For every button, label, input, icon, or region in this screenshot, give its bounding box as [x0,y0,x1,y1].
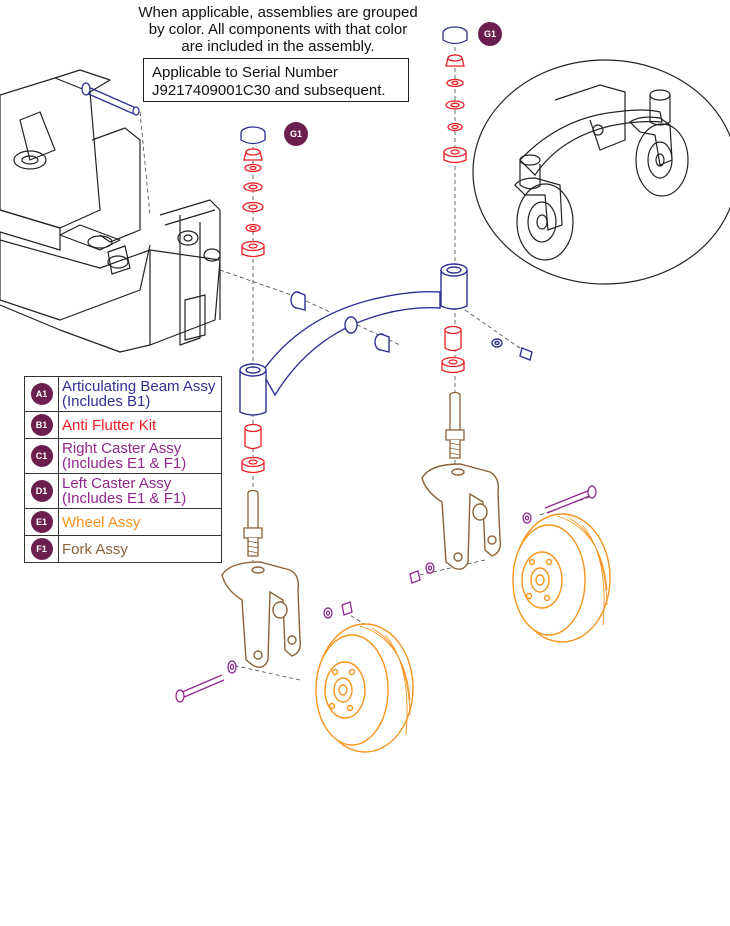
legend-label: Left Caster Assy [62,475,172,492]
wheel-right [512,513,611,643]
legend-row-c1: C1 Right Caster Assy(Includes E1 & F1) [24,438,222,474]
axle-hardware-left [175,601,353,703]
frame-bolt [81,82,140,116]
legend-label: (Includes B1) [62,393,151,410]
serial-line-2: J9217409001C30 and subsequent. [152,82,386,99]
assembled-detail-inset [472,59,730,285]
anti-flutter-stack-right [443,54,467,164]
fork-right [421,463,502,570]
g1-callout-badge-right: G1 [478,22,502,46]
end-cap-right [442,26,468,45]
legend-label: (Includes E1 & F1) [62,490,187,507]
legend-row-f1: F1 Fork Assy [24,535,222,563]
wheel-left [315,623,414,753]
end-cap-left [240,126,266,145]
caster-stem-right [445,391,465,459]
legend-label: Wheel Assy [62,513,141,531]
note-line-3: are included in the assembly. [181,38,375,55]
legend-label: Anti Flutter Kit [62,416,157,434]
legend-label: Fork Assy [62,540,128,558]
legend-code-badge: D1 [30,480,53,502]
fork-left [221,561,302,668]
anti-flutter-lower-left [241,423,265,474]
legend-label: Right Caster Assy [62,440,182,457]
articulating-beam [239,263,533,416]
legend-row-b1: B1 Anti Flutter Kit [24,411,222,439]
legend-label: (Includes E1 & F1) [62,455,187,472]
legend-code-badge: E1 [30,511,53,533]
serial-number-note: Applicable to Serial Number J9217409001C… [143,58,409,102]
note-line-2: by color. All components with that color [148,21,408,38]
axle-hardware-right [409,485,597,584]
legend-code-badge: C1 [30,445,53,467]
legend-code-badge: A1 [30,383,53,405]
note-line-1: When applicable, assemblies are grouped [138,4,418,21]
serial-line-1: Applicable to Serial Number [152,64,338,81]
legend-label: Articulating Beam Assy [62,378,216,395]
legend-code-badge: B1 [30,414,53,436]
legend-row-e1: E1 Wheel Assy [24,508,222,536]
legend-code-badge: F1 [30,538,53,560]
g1-callout-badge-left: G1 [284,122,308,146]
legend-row-a1: A1 Articulating Beam Assy(Includes B1) [24,376,222,412]
chassis-frame [0,69,221,353]
color-grouping-note: When applicable, assemblies are grouped … [118,4,438,55]
anti-flutter-lower-right [441,325,465,374]
legend-row-d1: D1 Left Caster Assy(Includes E1 & F1) [24,473,222,509]
anti-flutter-stack-left [241,148,265,258]
caster-stem-left [243,489,263,557]
